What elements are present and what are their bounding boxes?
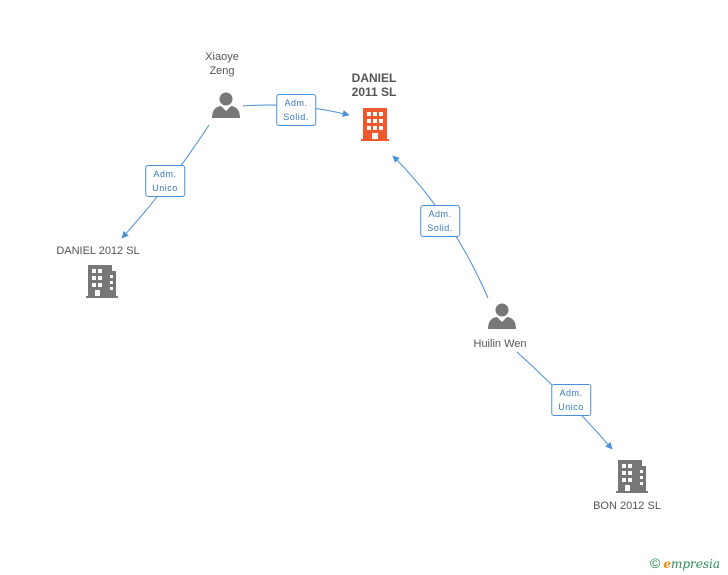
edge-label-adm-solid[interactable]: Adm. Solid. <box>276 94 316 126</box>
edge-label-line: Adm. <box>284 98 308 108</box>
node-label-line: Zeng <box>209 65 235 77</box>
empresia-logo: ©empresia <box>650 555 720 571</box>
edge-label-line: Adm. <box>428 209 452 219</box>
building-icon[interactable] <box>361 108 389 141</box>
edge-label-line: Unico <box>152 183 178 193</box>
node-label-daniel-2011-sl[interactable]: DANIEL 2011 SL <box>352 71 397 99</box>
building-icon[interactable] <box>86 265 118 298</box>
node-label-line: DANIEL <box>351 71 397 85</box>
edge-label-line: Solid. <box>427 223 453 233</box>
edge-label-line: Adm. <box>153 169 177 179</box>
brand-initial: e <box>663 557 671 571</box>
building-icon[interactable] <box>616 460 648 493</box>
node-label-line: 2011 SL <box>351 85 397 99</box>
person-icon[interactable] <box>212 92 240 119</box>
edge-label-line: Adm. <box>559 388 583 398</box>
person-icon[interactable] <box>488 303 516 330</box>
edge-label-adm-unico[interactable]: Adm. Unico <box>551 384 591 416</box>
node-label-huilin-wen[interactable]: Huilin Wen <box>473 338 527 350</box>
edge-label-adm-unico[interactable]: Adm. Unico <box>145 165 185 197</box>
edge-label-adm-solid[interactable]: Adm. Solid. <box>420 205 460 237</box>
node-label-bon-2012-sl[interactable]: BON 2012 SL <box>593 500 661 512</box>
node-label-xiaoye-zeng[interactable]: Xiaoye Zeng <box>205 50 239 78</box>
node-label-line: Xiaoye <box>205 51 239 63</box>
copyright-symbol: © <box>650 555 661 571</box>
edge-label-line: Solid. <box>283 112 309 122</box>
edge-label-line: Unico <box>558 402 584 412</box>
node-label-daniel-2012-sl[interactable]: DANIEL 2012 SL <box>56 245 140 257</box>
brand-name: mpresia <box>670 557 721 571</box>
